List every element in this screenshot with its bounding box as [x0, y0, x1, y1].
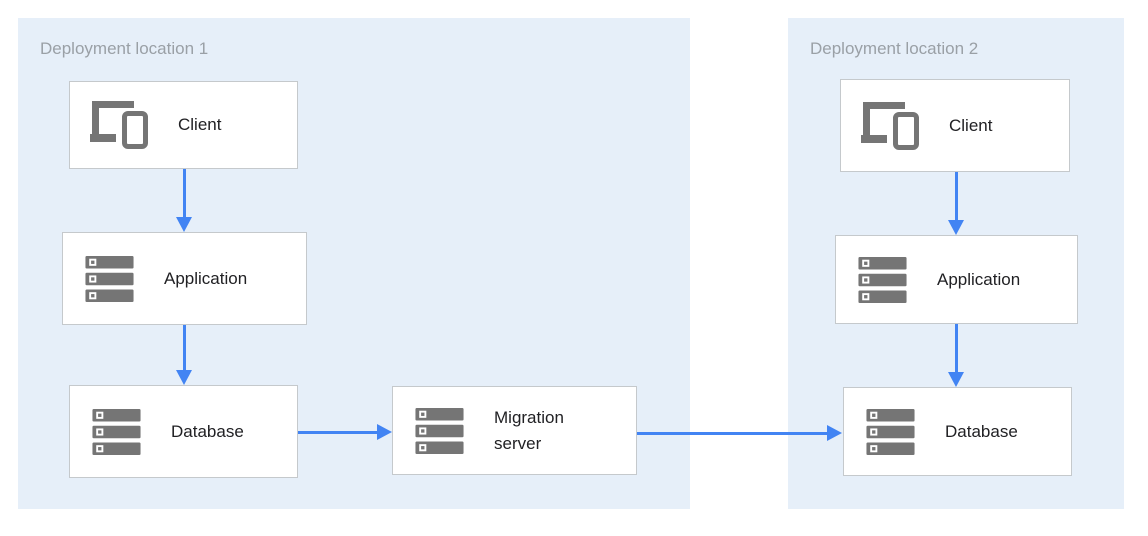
- arrow-head-down-icon: [176, 217, 192, 232]
- arrow-application-1-to-database-1: [176, 325, 192, 385]
- arrow-client-2-to-application-2: [948, 172, 964, 235]
- node-label-database-1: Database: [171, 421, 244, 441]
- server-stack-icon: [864, 409, 917, 455]
- arrow-shaft: [298, 430, 379, 434]
- node-label-client-1: Client: [178, 115, 222, 134]
- node-application-1: Application: [62, 232, 307, 325]
- server-stack-icon: [856, 257, 909, 303]
- server-stack-icon: [413, 408, 466, 454]
- arrow-client-1-to-application-1: [176, 169, 192, 232]
- arrow-head-down-icon: [948, 372, 964, 387]
- node-client-2: Client: [840, 79, 1070, 172]
- arrow-shaft: [182, 169, 186, 218]
- region-label-deployment-location-1: Deployment location 1: [40, 39, 209, 58]
- arrow-head-down-icon: [948, 220, 964, 235]
- arrow-shaft: [182, 325, 186, 371]
- node-migration-server: Migration server: [392, 386, 637, 475]
- node-database-2: Database: [843, 387, 1072, 476]
- node-database-1: Database: [69, 385, 298, 478]
- arrow-head-right-icon: [377, 424, 392, 440]
- node-label-application-1: Application: [164, 268, 248, 288]
- client-devices-icon: [90, 101, 150, 149]
- arrow-head-right-icon: [827, 425, 842, 441]
- arrow-shaft: [954, 172, 958, 221]
- arrow-shaft: [954, 324, 958, 373]
- node-label-database-2: Database: [945, 421, 1018, 441]
- node-label-client-2: Client: [949, 115, 993, 135]
- arrow-shaft: [637, 431, 829, 435]
- arrow-application-2-to-database-2: [948, 324, 964, 387]
- node-label-migration-server: Migration server: [494, 407, 564, 453]
- region-label-deployment-location-2: Deployment location 2: [810, 39, 979, 58]
- node-client-1: Client: [69, 81, 298, 169]
- client-devices-icon: [861, 102, 921, 150]
- arrow-migration-server-to-database-2: [637, 425, 842, 441]
- node-application-2: Application: [835, 235, 1078, 324]
- node-label-application-2: Application: [937, 269, 1021, 289]
- arrow-head-down-icon: [176, 370, 192, 385]
- arrow-database-1-to-migration-server: [298, 424, 392, 440]
- server-stack-icon: [83, 256, 136, 302]
- server-stack-icon: [90, 409, 143, 455]
